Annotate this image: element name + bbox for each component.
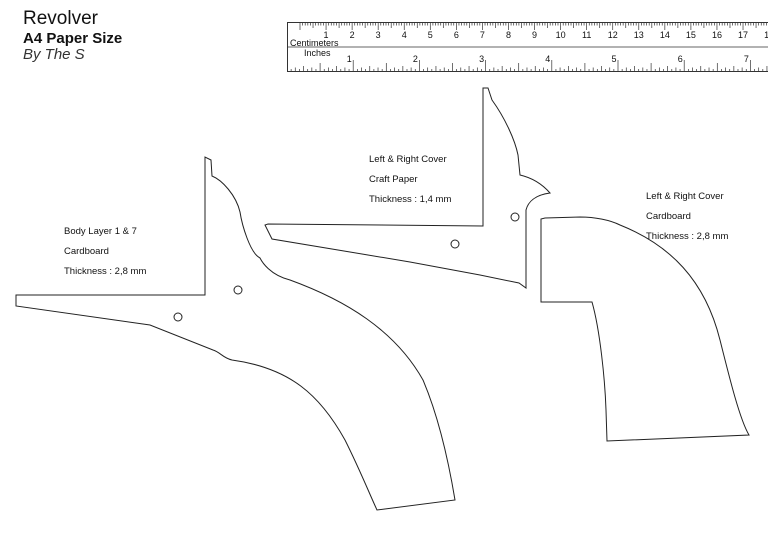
inch-scale: 1 2 3 4 5 6 7 [287,54,768,72]
cm-tick-label: 1 [324,30,329,40]
inch-tick-label: 4 [545,54,550,64]
craft-cover-outline [264,87,551,289]
cm-scale: 123456789101112131415161718 [299,22,768,40]
cm-tick-label: 2 [350,30,355,40]
document-title: Revolver [23,8,98,29]
cm-tick-label: 13 [634,30,644,40]
part-material: Cardboard [646,211,691,222]
part-label-body-layer: Body Layer 1 & 7 Cardboard Thickness : 2… [64,222,146,282]
cm-tick-label: 6 [454,30,459,40]
paper-size: A4 Paper Size [23,30,123,47]
centimeters-label: Centimeters [290,38,339,48]
body-pin-hole-2 [173,312,183,322]
part-thickness: Thickness : 1,4 mm [369,194,452,205]
cm-tick-label: 15 [686,30,696,40]
inch-tick-label: 6 [678,54,683,64]
part-label-cardboard-cover: Left & Right Cover Cardboard Thickness :… [646,187,728,247]
cm-tick-label: 4 [402,30,407,40]
inch-tick-label: 5 [611,54,616,64]
cm-tick-label: 11 [582,30,591,40]
cm-tick-label: 7 [480,30,485,40]
cm-tick-label: 5 [428,30,433,40]
author-byline: By The S [23,46,85,63]
cardboard-cover-outline [540,216,750,442]
part-material: Craft Paper [369,174,418,185]
cm-tick-label: 16 [712,30,722,40]
title-block: Revolver A4 Paper Size By The S [23,9,122,62]
part-label-craft-cover: Left & Right Cover Craft Paper Thickness… [369,150,451,210]
cm-tick-label: 3 [376,30,381,40]
part-name: Left & Right Cover [369,154,447,165]
body-pin-hole-1 [233,285,243,295]
cm-tick-label: 10 [556,30,566,40]
inch-tick-label: 2 [413,54,418,64]
cm-tick-label: 17 [738,30,748,40]
cm-tick-label: 18 [764,30,768,40]
cm-tick-label: 14 [660,30,670,40]
cm-tick-label: 9 [532,30,537,40]
part-name: Left & Right Cover [646,191,724,202]
inch-tick-label: 1 [347,54,352,64]
part-material: Cardboard [64,246,109,257]
inch-tick-label: 7 [744,54,749,64]
inches-label: Inches [304,48,331,58]
part-thickness: Thickness : 2,8 mm [646,231,729,242]
cm-tick-label: 8 [506,30,511,40]
body-layer-outline [15,156,456,511]
cm-tick-label: 12 [608,30,618,40]
inch-tick-label: 3 [479,54,484,64]
part-name: Body Layer 1 & 7 [64,226,137,237]
part-thickness: Thickness : 2,8 mm [64,266,147,277]
craft-pin-hole-2 [510,212,520,222]
craft-pin-hole-1 [450,239,460,249]
